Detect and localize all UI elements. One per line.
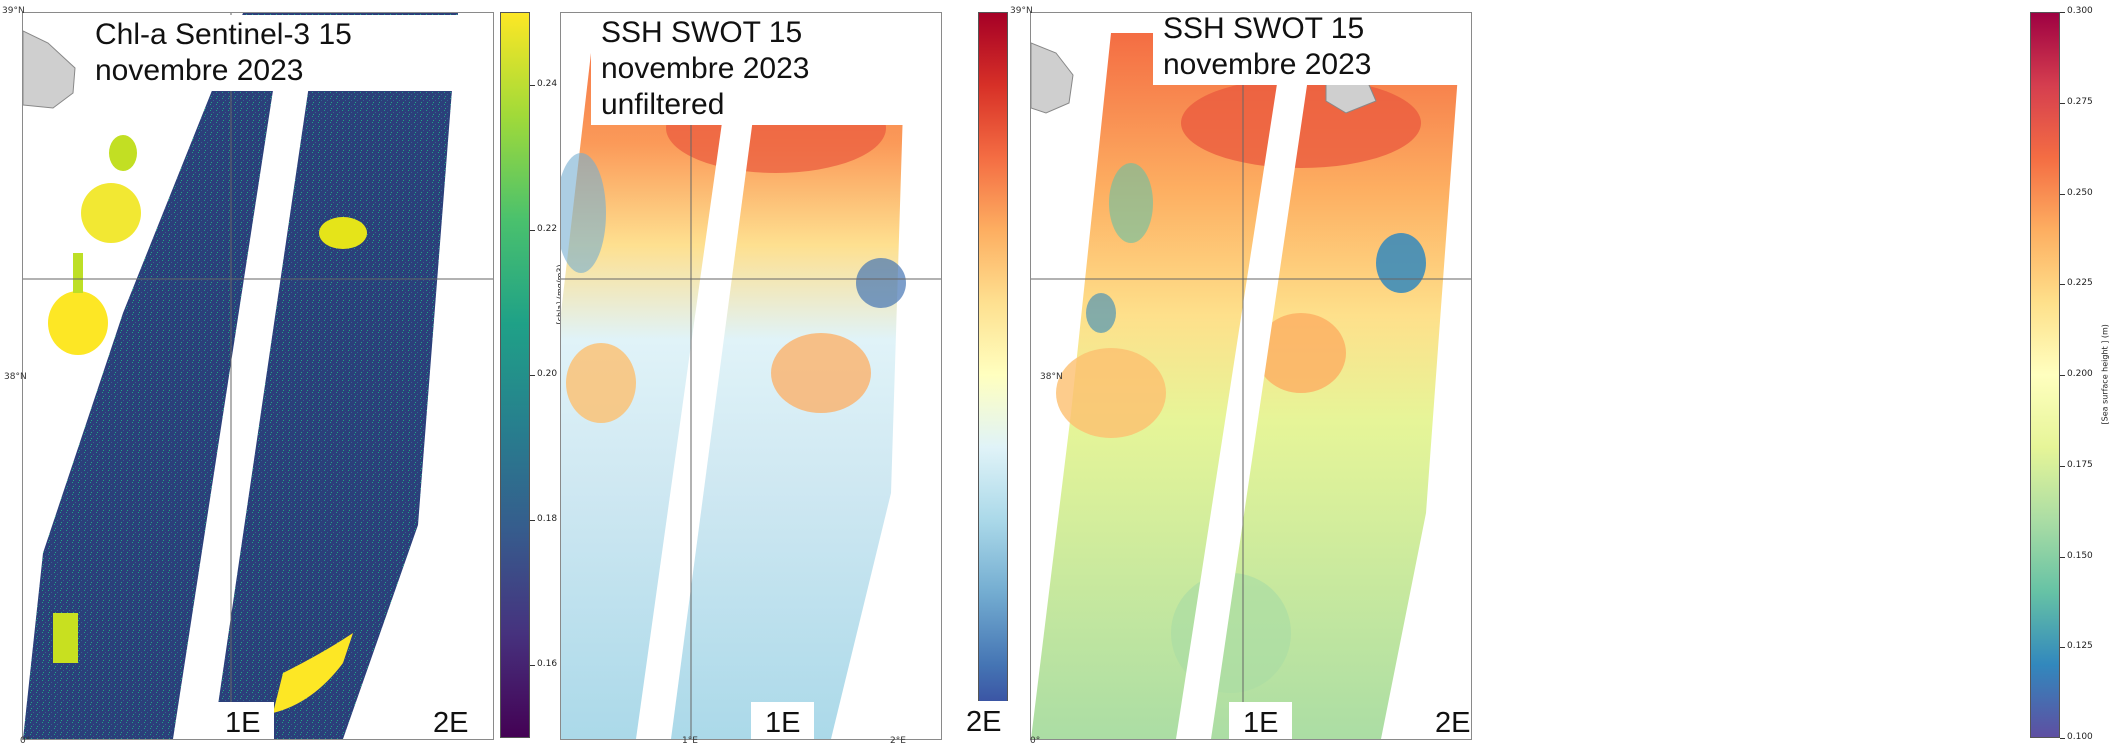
colorbar-tickmark [530, 520, 535, 522]
chla-lat-top: 39°N [2, 6, 25, 16]
chla-lon-2e-text: 2E [433, 707, 469, 739]
ssh-colorbar [2030, 12, 2060, 738]
nadir-gap [173, 58, 313, 739]
colorbar-tick-label: 0.200 [2067, 369, 2093, 379]
ssh-unfiltered-colorbar [978, 12, 1008, 738]
colorbar-tick-label: 0.125 [2067, 641, 2093, 652]
ssh-unfiltered-lon-1e: 1E [751, 702, 815, 739]
nadir-gap [636, 58, 761, 739]
chla-colorbar [500, 12, 530, 738]
ssh-lon-2e-text: 2E [1435, 707, 1471, 739]
chla-title: Chl-a Sentinel-3 15 novembre 2023 [85, 15, 493, 91]
chla-lon-1e-text: 1E [225, 707, 261, 739]
ssh-title-text: SSH SWOT 15 novembre 2023 [1163, 12, 1372, 81]
ssh-unfiltered-title: SSH SWOT 15 novembre 2023 unfiltered [591, 13, 911, 125]
colorbar-tickmark [2060, 375, 2065, 376]
chla-map-panel: Chl-a Sentinel-3 15 novembre 2023 1E 2E [22, 12, 494, 740]
chla-lon-zero: 0° [20, 736, 31, 746]
colorbar-tick-label: 0.150 [2067, 550, 2093, 561]
colorbar-tickmark [2060, 102, 2065, 104]
colorbar-tick-label: 0.100 [2067, 732, 2093, 742]
colorbar-tickmark [2060, 193, 2065, 195]
colorbar-tickmark [530, 665, 535, 667]
ssh-unfiltered-lon-2e-text: 2E [966, 706, 1002, 738]
land-mallorca [1031, 42, 1074, 114]
colorbar-tick-label: 0.175 [2067, 459, 2093, 470]
ssh-unfiltered-title-line2: unfiltered [601, 88, 725, 121]
ssh-map [1031, 13, 1471, 739]
colorbar-tick-label: 0.16 [537, 659, 558, 670]
ssh-unfiltered-lon-small-2: 2°E [890, 736, 906, 746]
colorbar-tickmark [2060, 647, 2065, 649]
ssh-map-panel: SSH SWOT 15 novembre 2023 1E 2E [1030, 12, 1472, 740]
ssh-unfiltered-lon-small-1: 1°E [682, 736, 698, 746]
ssh-unfiltered-title-line1: SSH SWOT 15 novembre 2023 [601, 16, 810, 85]
ssh-unfiltered-map-panel: SSH SWOT 15 novembre 2023 unfiltered 1E [560, 12, 942, 740]
ssh-lon-2e: 2E [1421, 702, 1471, 739]
colorbar-tickmark [2060, 12, 2065, 13]
colorbar-tick-label: 0.250 [2067, 187, 2093, 198]
ssh-lon-zero: 0° [1030, 736, 1041, 746]
ssh-unfiltered-lon-2e: 2E [952, 701, 1016, 743]
colorbar-tickmark [2060, 465, 2065, 467]
ssh-unfiltered-lon-1e-text: 1E [765, 707, 801, 739]
chla-lon-2e: 2E [419, 702, 483, 739]
ssh-title: SSH SWOT 15 novembre 2023 [1153, 12, 1471, 85]
colorbar-tick-label: 0.24 [537, 78, 558, 89]
colorbar-tick-label: 0.300 [2067, 6, 2093, 16]
colorbar-tickmark [530, 84, 535, 86]
land-mallorca [23, 30, 76, 109]
ssh-lon-1e: 1E [1229, 702, 1293, 739]
colorbar-tick-label: 0.275 [2067, 96, 2093, 107]
colorbar-tick-label: 0.225 [2067, 278, 2093, 289]
chla-map [23, 13, 493, 739]
ssh-lat-mid: 38°N [1040, 372, 1063, 382]
colorbar-tickmark [530, 229, 535, 231]
colorbar-tickmark [530, 375, 535, 376]
colorbar-tickmark [2060, 284, 2065, 286]
ssh-lat-top: 39°N [1010, 6, 1033, 16]
chla-lon-1e: 1E [211, 702, 275, 739]
ssh-lon-1e-text: 1E [1243, 707, 1279, 739]
colorbar-tickmark [2060, 738, 2065, 739]
colorbar-tickmark [2060, 556, 2065, 558]
ssh-colorbar-label: [Sea surface height ] (m) [2100, 324, 2110, 425]
chla-title-text: Chl-a Sentinel-3 15 novembre 2023 [95, 18, 352, 87]
colorbar-tick-label: 0.22 [537, 223, 558, 234]
colorbar-tick-label: 0.20 [537, 369, 558, 379]
colorbar-tick-label: 0.18 [537, 514, 558, 525]
chla-lat-mid: 38°N [4, 372, 27, 382]
